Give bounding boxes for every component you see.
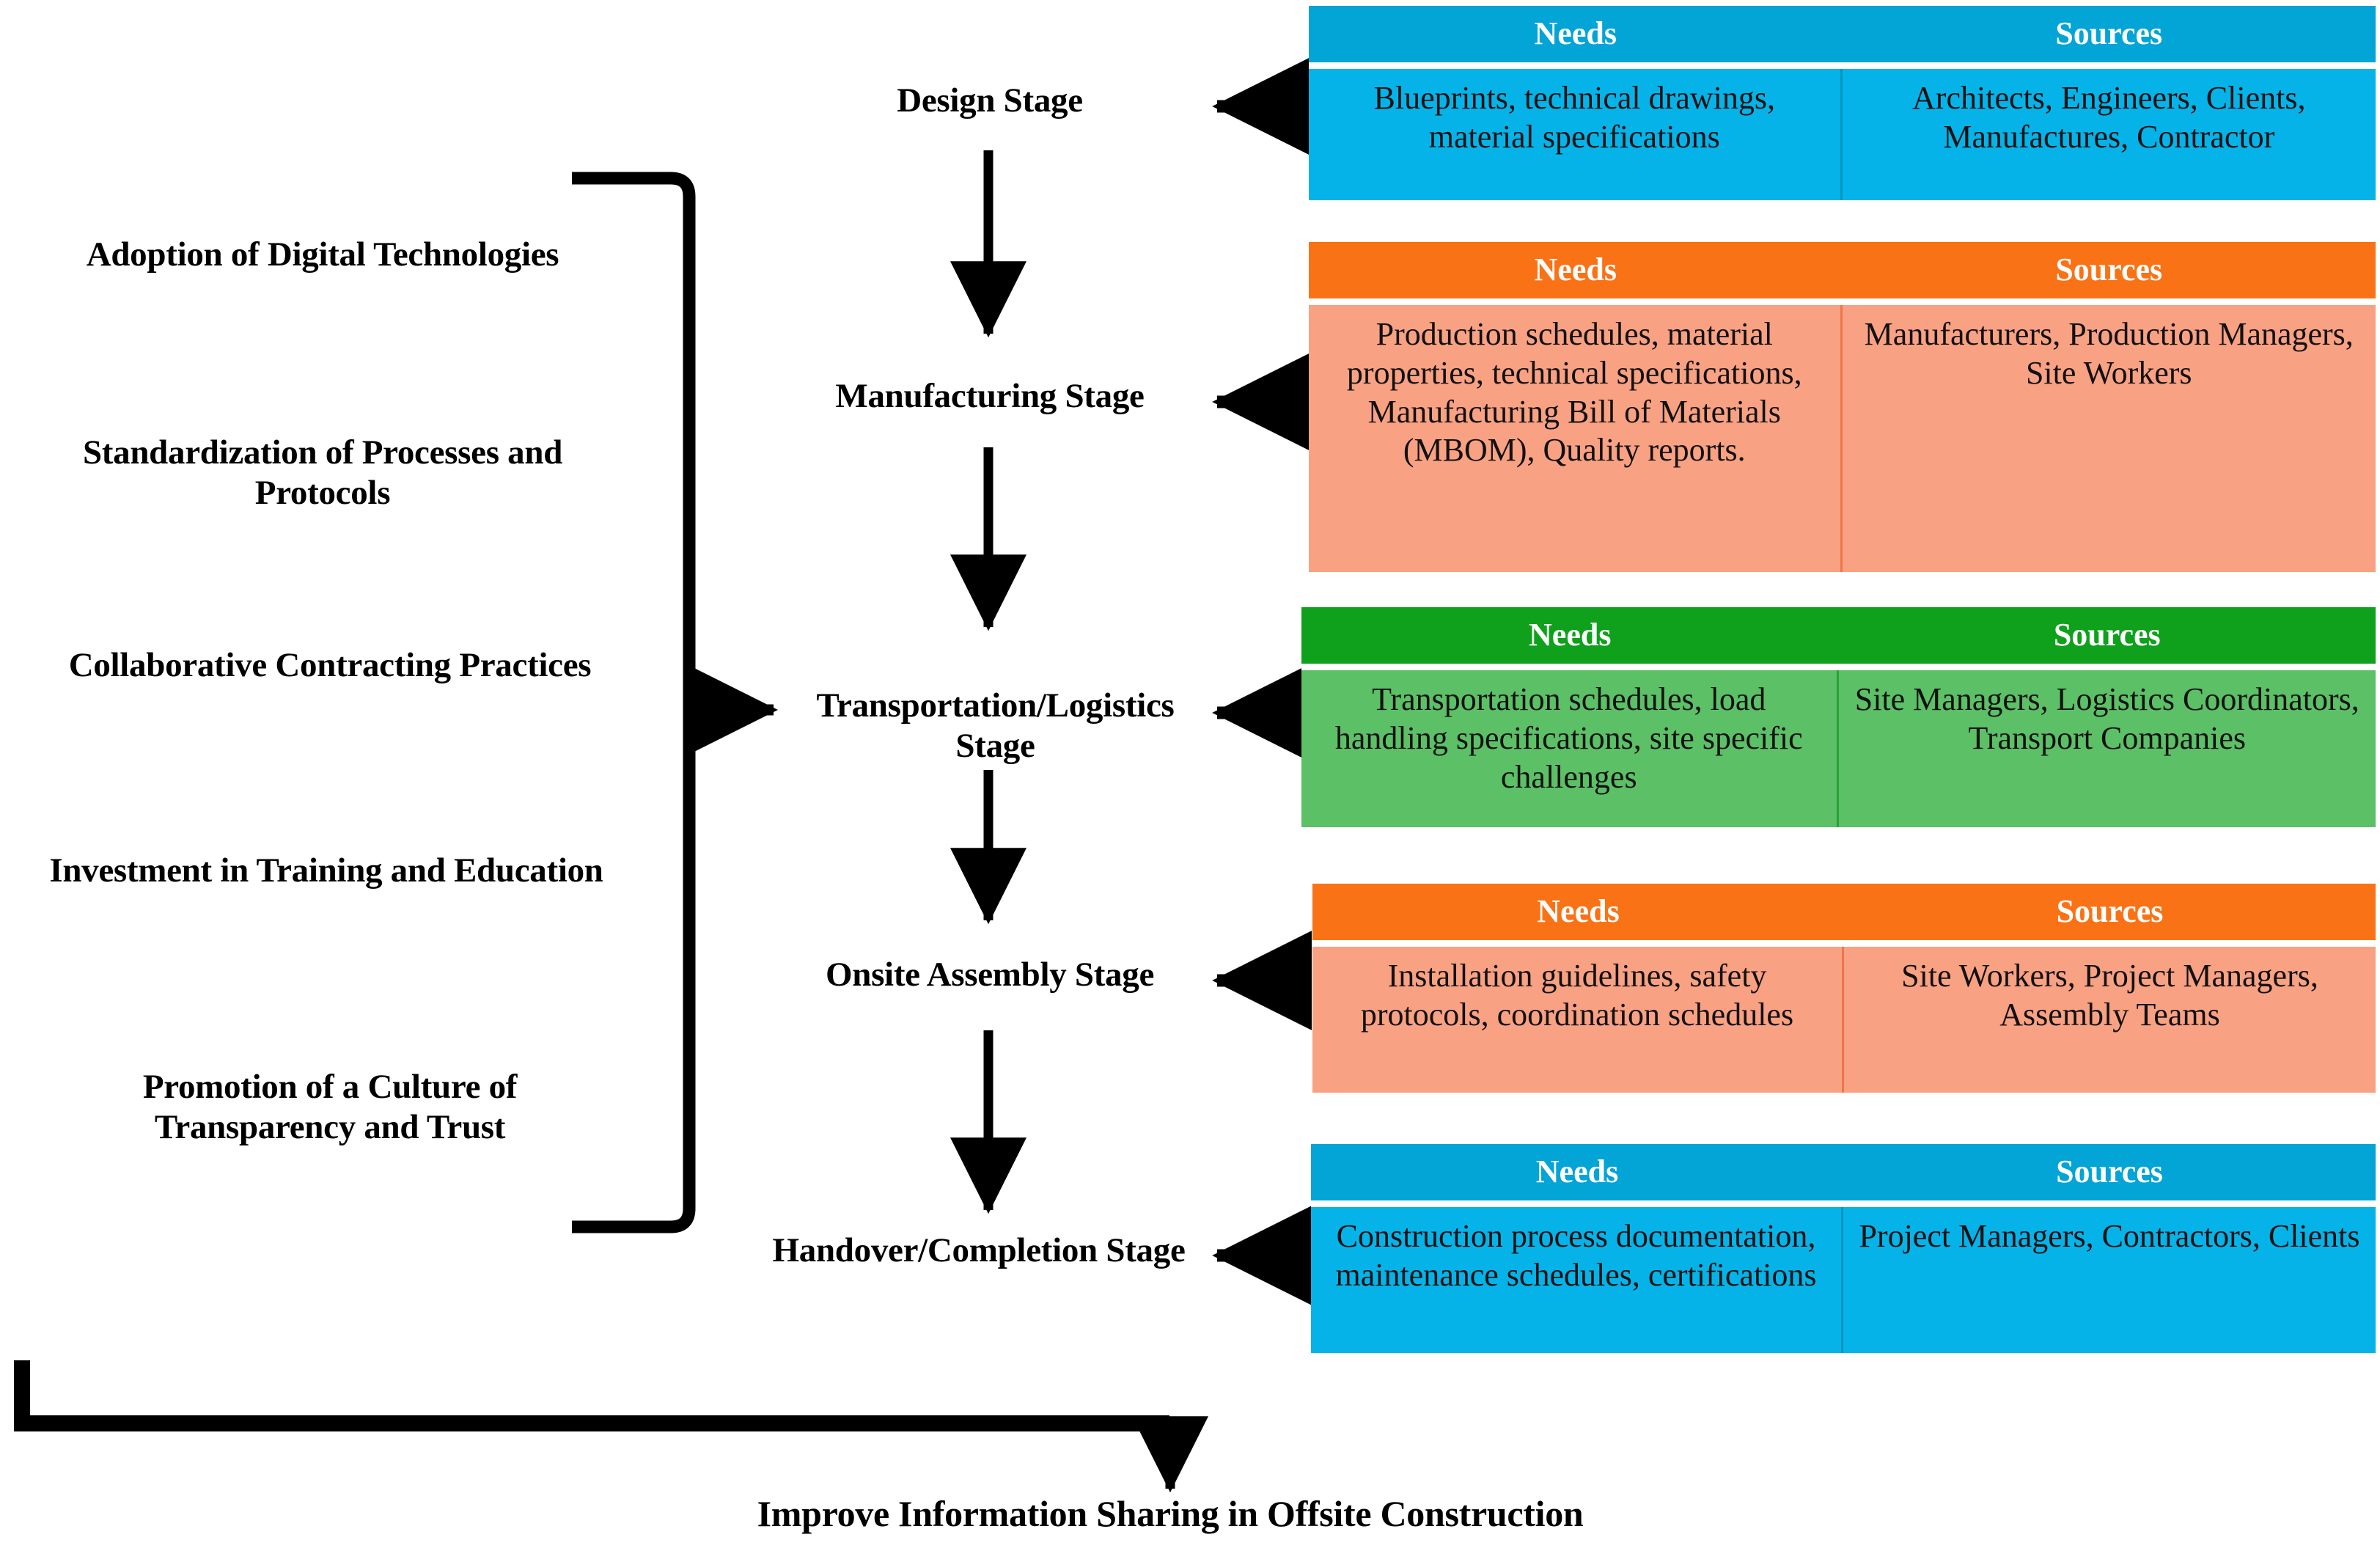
- stage-label-transportation-logistics: Transportation/Logistics Stage: [774, 686, 1217, 767]
- outcome-title: Improve Information Sharing in Offsite C…: [657, 1492, 1683, 1535]
- cell-needs: Blueprints, technical drawings, material…: [1309, 69, 1843, 200]
- table-body-row: Production schedules, material propertie…: [1309, 305, 2376, 572]
- stage-label-design: Design Stage: [763, 81, 1217, 121]
- enabler-standardization-of-processes-and-protocols: Standardization of Processes and Protoco…: [29, 433, 616, 514]
- cell-sources: Manufacturers, Production Managers, Site…: [1864, 316, 2354, 391]
- stage-name: Transportation/Logistics Stage: [816, 686, 1175, 766]
- enabler-label: Standardization of Processes and Protoco…: [82, 433, 563, 513]
- table-header-row: Needs Sources: [1309, 242, 2376, 298]
- enabler-label: Promotion of a Culture of Transparency a…: [142, 1068, 518, 1147]
- column-header-sources: Sources: [2053, 617, 2161, 653]
- cell-needs: Transportation schedules, load handling …: [1301, 670, 1839, 827]
- header-divider: [1309, 62, 2376, 69]
- header-divider: [1311, 1200, 2376, 1207]
- table-header-row: Needs Sources: [1312, 884, 2376, 940]
- header-divider: [1301, 664, 2376, 670]
- table-body-row: Construction process documentation, main…: [1311, 1207, 2376, 1353]
- stage-label-onsite-assembly: Onsite Assembly Stage: [763, 955, 1217, 995]
- column-header-needs: Needs: [1537, 893, 1620, 929]
- enabler-label: Collaborative Contracting Practices: [68, 646, 592, 684]
- stage-name: Design Stage: [897, 81, 1083, 120]
- cell-needs: Construction process documentation, main…: [1311, 1207, 1843, 1353]
- table-header-row: Needs Sources: [1309, 6, 2376, 62]
- table-header-row: Needs Sources: [1301, 607, 2376, 664]
- enabler-investment-in-training-and-education: Investment in Training and Education: [0, 851, 653, 891]
- column-header-sources: Sources: [2056, 1154, 2163, 1189]
- stage-name: Manufacturing Stage: [835, 377, 1145, 415]
- table-body-row: Transportation schedules, load handling …: [1301, 670, 2376, 827]
- enabler-label: Adoption of Digital Technologies: [86, 235, 559, 274]
- cell-needs: Installation guidelines, safety protocol…: [1312, 947, 1844, 1093]
- column-header-needs: Needs: [1529, 617, 1612, 653]
- header-divider: [1312, 940, 2376, 947]
- column-header-sources: Sources: [2055, 15, 2163, 51]
- info-table-manufacturing: Needs Sources Production schedules, mate…: [1309, 242, 2376, 572]
- info-table-design: Needs Sources Blueprints, technical draw…: [1309, 6, 2376, 200]
- cell-sources: Project Managers, Contractors, Clients: [1859, 1218, 2360, 1254]
- table-header-row: Needs Sources: [1311, 1144, 2376, 1200]
- column-header-needs: Needs: [1535, 1154, 1619, 1189]
- column-header-sources: Sources: [2056, 893, 2164, 929]
- cell-sources: Site Managers, Logistics Coordinators, T…: [1854, 681, 2359, 756]
- enabler-promotion-of-a-culture-of-transparency-and-trust: Promotion of a Culture of Transparency a…: [95, 1067, 565, 1148]
- stage-label-manufacturing: Manufacturing Stage: [763, 376, 1217, 417]
- info-table-handover-completion: Needs Sources Construction process docum…: [1311, 1144, 2376, 1353]
- cell-sources: Site Workers, Project Managers, Assembly…: [1901, 958, 2318, 1033]
- enabler-collaborative-contracting-practices: Collaborative Contracting Practices: [22, 645, 638, 686]
- enabler-label: Investment in Training and Education: [49, 851, 603, 890]
- info-table-onsite-assembly: Needs Sources Installation guidelines, s…: [1312, 884, 2376, 1093]
- outcome-label: Improve Information Sharing in Offsite C…: [757, 1493, 1584, 1534]
- info-table-transportation-logistics: Needs Sources Transportation schedules, …: [1301, 607, 2376, 827]
- table-body-row: Installation guidelines, safety protocol…: [1312, 947, 2376, 1093]
- stage-name: Handover/Completion Stage: [772, 1231, 1186, 1269]
- column-header-sources: Sources: [2055, 252, 2163, 287]
- stage-name: Onsite Assembly Stage: [825, 956, 1155, 994]
- column-header-needs: Needs: [1534, 15, 1617, 51]
- enabler-adoption-of-digital-technologies: Adoption of Digital Technologies: [15, 235, 631, 275]
- cell-needs: Production schedules, material propertie…: [1309, 305, 1843, 572]
- header-divider: [1309, 298, 2376, 305]
- cell-sources: Architects, Engineers, Clients, Manufact…: [1912, 80, 2306, 155]
- column-header-needs: Needs: [1534, 252, 1617, 287]
- table-body-row: Blueprints, technical drawings, material…: [1309, 69, 2376, 200]
- stage-label-handover-completion: Handover/Completion Stage: [741, 1231, 1217, 1271]
